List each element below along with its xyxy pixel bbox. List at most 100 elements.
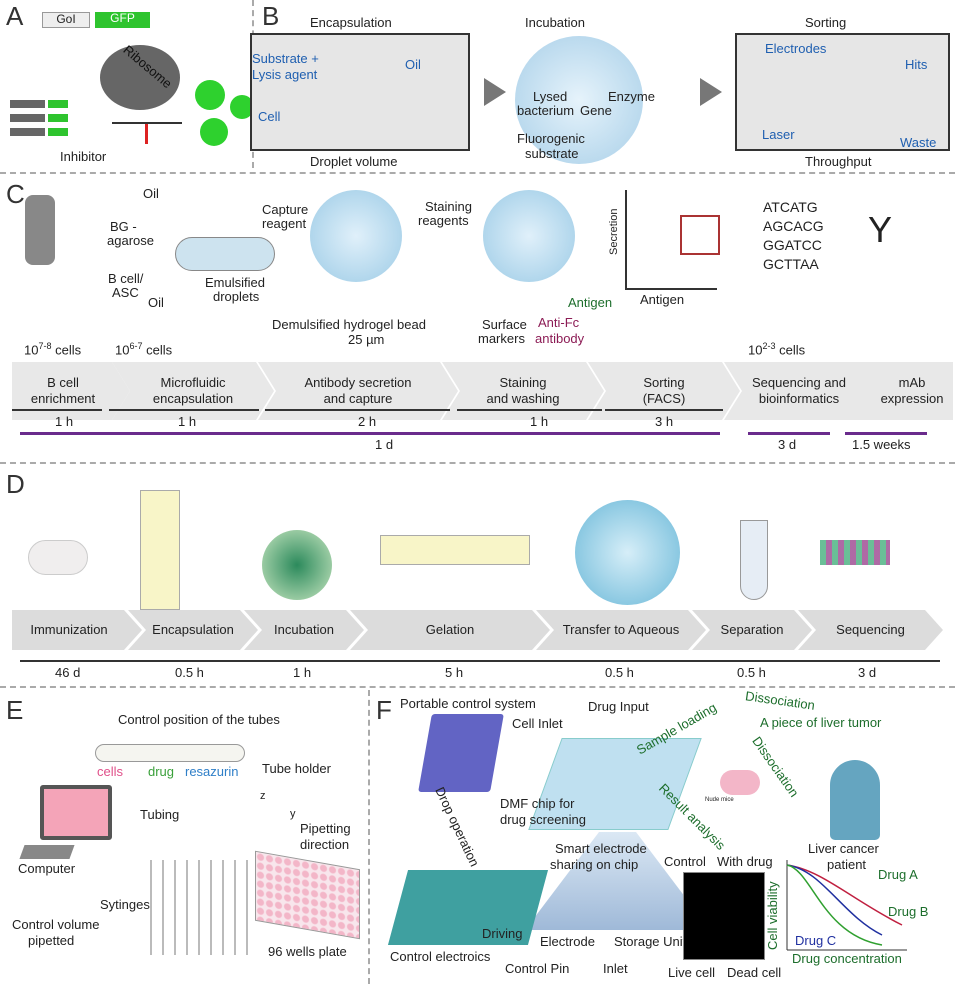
computer-icon xyxy=(40,785,112,840)
hydrogel-bead-icon xyxy=(310,190,402,282)
duration: 1 h xyxy=(55,414,74,429)
incubation-title: Incubation xyxy=(525,15,585,30)
step-chevron: Immunization xyxy=(12,610,142,650)
panel-label-e: E xyxy=(6,695,24,725)
cell-count: 106-7 cells xyxy=(115,341,173,358)
panel-label-f: F xyxy=(376,695,392,725)
gene-bars-icon xyxy=(10,100,45,136)
plate-label: 96 wells plate xyxy=(268,944,347,959)
total-duration: 1.5 weeks xyxy=(852,437,911,452)
reagents-label: reagents xyxy=(418,213,469,228)
duration: 2 h xyxy=(358,414,377,429)
x-axis xyxy=(625,288,717,290)
control-pin-label: Control Pin xyxy=(505,961,570,976)
sequence: GGATCC xyxy=(763,237,822,253)
bcell-label: B cell/ xyxy=(108,271,144,286)
duration: 3 h xyxy=(655,414,674,429)
tube-icon xyxy=(740,520,768,600)
substrate-label: Substrate + xyxy=(252,51,319,66)
hits-label: Hits xyxy=(905,57,928,72)
portable-label: Portable control system xyxy=(400,696,536,711)
cell-count: 102-3 cells xyxy=(748,341,806,358)
well-plate-icon xyxy=(255,850,360,940)
droplet-icon xyxy=(515,36,643,164)
sorting-title: Sorting xyxy=(805,15,847,30)
duration: 0.5 h xyxy=(605,665,634,680)
bacterium-label: bacterium xyxy=(517,103,575,118)
cell-images xyxy=(683,872,765,960)
storage-label: Storage Unit xyxy=(614,934,687,949)
mouse-icon xyxy=(28,540,88,575)
encapsulation-image xyxy=(250,33,470,151)
emulsified-label: Emulsified xyxy=(205,275,265,290)
panel-label-a: A xyxy=(6,1,24,31)
incubation-droplet xyxy=(262,530,332,600)
cell-viability-label: Cell viability xyxy=(765,881,780,950)
total-duration-bar xyxy=(845,432,927,435)
lysis-label: Lysis agent xyxy=(252,67,318,82)
fluorogenic-label: Fluorogenic xyxy=(517,131,585,146)
human-icon xyxy=(25,195,55,265)
patient-label: patient xyxy=(827,857,867,872)
total-duration: 1 d xyxy=(375,437,394,452)
electrodes-label: Electrodes xyxy=(765,41,827,56)
duration-bar xyxy=(605,409,723,411)
droplets-label: droplets xyxy=(213,289,260,304)
droplet-volume-label: Droplet volume xyxy=(310,154,398,169)
duration: 1 h xyxy=(530,414,549,429)
liver-piece-label: A piece of liver tumor xyxy=(760,715,882,730)
divider xyxy=(0,172,955,174)
panel-label-c: C xyxy=(6,179,25,209)
arrow-icon xyxy=(112,122,182,124)
inlet-label: Inlet xyxy=(603,961,628,976)
oil-top-label: Oil xyxy=(143,186,159,201)
arrow-icon xyxy=(484,78,506,106)
tube-holder-label: Tube holder xyxy=(262,761,331,776)
waste-label: Waste xyxy=(900,135,937,150)
keyboard-icon xyxy=(19,845,75,859)
panel-label-b: B xyxy=(262,1,280,31)
duration-bar xyxy=(457,409,602,411)
antifc-label: Anti-Fc xyxy=(538,315,580,330)
duration: 46 d xyxy=(55,665,81,680)
dna-icon xyxy=(820,540,890,565)
gfp-label: GFP xyxy=(95,11,150,28)
step-chevron: Encapsulation xyxy=(128,610,258,650)
syringes-label: Sytinges xyxy=(100,897,150,912)
drug-b-label: Drug B xyxy=(888,904,929,919)
antibody-icon: Y xyxy=(868,209,893,250)
pipetted-label: pipetted xyxy=(28,933,75,948)
dissociation-label: Dissociation xyxy=(744,688,816,713)
drug-label: drug xyxy=(148,764,175,779)
gel-bead-icon xyxy=(575,500,680,605)
cell-inlet-label: Cell Inlet xyxy=(512,716,563,731)
gfp-bars-icon xyxy=(48,100,68,136)
goi-label: GoI xyxy=(42,12,90,28)
panel-label-d: D xyxy=(6,469,25,499)
computer-label: Computer xyxy=(18,861,76,876)
antibody-label: antibody xyxy=(535,331,585,346)
viability-curves xyxy=(786,860,907,951)
encapsulation-title: Encapsulation xyxy=(310,15,392,30)
dmf-label: DMF chip for xyxy=(500,796,575,811)
dmf-label: drug screening xyxy=(500,812,586,827)
step-chevron: Gelation xyxy=(350,610,550,650)
tubing-label: Tubing xyxy=(140,807,180,822)
duration: 0.5 h xyxy=(175,665,204,680)
drug-a-label: Drug A xyxy=(878,867,918,882)
divider xyxy=(368,690,370,984)
step-chevron: Incubation xyxy=(244,610,364,650)
electrode-label: Electrode xyxy=(540,934,595,949)
nude-mice-label: Nude mice xyxy=(705,797,734,803)
antigen-label: Antigen xyxy=(568,295,613,310)
cell-label: Cell xyxy=(258,109,281,124)
cells-label: cells xyxy=(97,764,124,779)
control-volume-label: Control volume xyxy=(12,917,100,932)
patient-label: Liver cancer xyxy=(808,841,879,856)
surface-label: Surface xyxy=(482,317,527,332)
inhibitor-label: Inhibitor xyxy=(60,149,107,164)
inhibit-icon xyxy=(145,124,148,144)
